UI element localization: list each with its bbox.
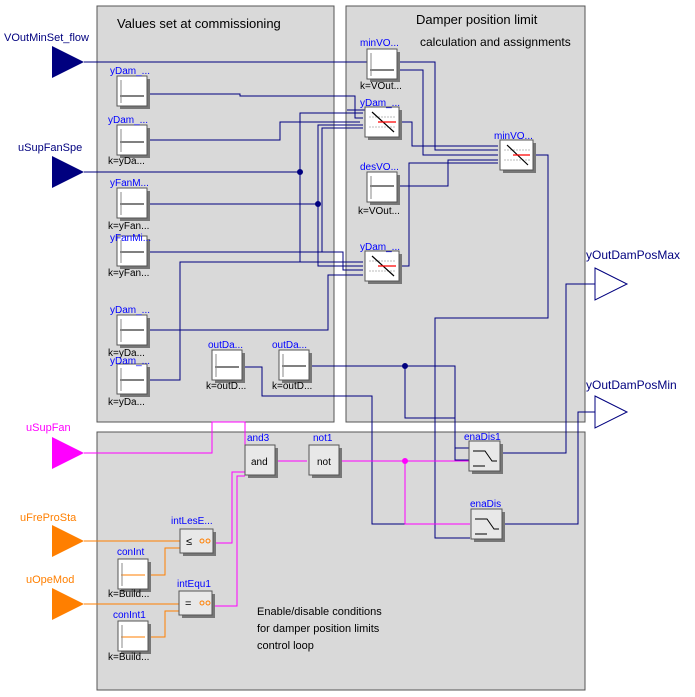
svg-text:yDam_...: yDam_... bbox=[360, 98, 400, 109]
real-connections bbox=[84, 61, 595, 539]
input-uopemod[interactable]: uOpeMod bbox=[26, 574, 84, 620]
output-youtdamposmin[interactable]: yOutDamPosMin bbox=[586, 378, 677, 429]
constant-block-conint1[interactable]: conInt1 k=Build... bbox=[108, 610, 151, 663]
integer-connections bbox=[84, 540, 180, 638]
svg-text:yFanMi...: yFanMi... bbox=[110, 233, 151, 244]
svg-text:yDam_...: yDam_... bbox=[110, 66, 150, 77]
svg-text:=: = bbox=[185, 598, 191, 610]
constant-block-outda-2[interactable]: outDa... k=outD... bbox=[272, 340, 312, 392]
svg-text:k=VOut...: k=VOut... bbox=[360, 81, 402, 92]
svg-text:k=Build...: k=Build... bbox=[108, 589, 149, 600]
intequ-block[interactable]: = intEqu1 bbox=[177, 579, 215, 618]
svg-text:yDam_...: yDam_... bbox=[110, 305, 150, 316]
svg-text:k=yDa...: k=yDa... bbox=[108, 397, 145, 408]
svg-text:yDam_...: yDam_... bbox=[110, 356, 150, 367]
commissioning-title: Values set at commissioning bbox=[117, 16, 281, 31]
constant-block-ydam-3[interactable]: yDam_... k=yDa... bbox=[108, 305, 150, 359]
svg-text:k=VOut...: k=VOut... bbox=[358, 206, 400, 217]
constant-block-minvo[interactable]: minVO... k=VOut... bbox=[360, 38, 402, 92]
constant-block-ydam-4[interactable]: yDam_... k=yDa... bbox=[108, 356, 150, 408]
constant-block-ydam-1[interactable]: yDam_... bbox=[110, 66, 150, 109]
svg-text:not: not bbox=[317, 457, 331, 468]
svg-text:and: and bbox=[251, 457, 268, 468]
damper-title-line2: calculation and assignments bbox=[420, 35, 571, 49]
line-block-ydam-1[interactable]: yDam_... bbox=[360, 98, 402, 140]
svg-text:k=yFan...: k=yFan... bbox=[108, 221, 149, 232]
svg-text:yOutDamPosMin: yOutDamPosMin bbox=[586, 378, 677, 392]
input-usupfanspe[interactable]: uSupFanSpe bbox=[18, 142, 84, 188]
svg-text:k=Build...: k=Build... bbox=[108, 652, 149, 663]
svg-text:conInt1: conInt1 bbox=[113, 610, 146, 621]
svg-text:and3: and3 bbox=[247, 433, 270, 444]
svg-text:uFreProSta: uFreProSta bbox=[20, 512, 77, 524]
svg-text:uSupFanSpe: uSupFanSpe bbox=[18, 142, 82, 154]
svg-text:enaDis1: enaDis1 bbox=[464, 432, 501, 443]
svg-text:uSupFan: uSupFan bbox=[26, 422, 71, 434]
line-block-minvo[interactable]: minVO... bbox=[494, 131, 536, 173]
svg-text:k=yDa...: k=yDa... bbox=[108, 348, 145, 359]
boolean-connections bbox=[84, 421, 470, 607]
output-youtdamposmax[interactable]: yOutDamPosMax bbox=[586, 248, 680, 301]
svg-text:k=outD...: k=outD... bbox=[206, 381, 246, 392]
svg-text:≤: ≤ bbox=[186, 536, 192, 548]
constant-block-yfanm-1[interactable]: yFanM... k=yFan... bbox=[108, 178, 150, 232]
enable-text-line1: Enable/disable conditions bbox=[257, 606, 382, 618]
svg-text:yOutDamPosMax: yOutDamPosMax bbox=[586, 248, 680, 262]
svg-text:not1: not1 bbox=[313, 433, 333, 444]
svg-text:yDam_...: yDam_... bbox=[108, 115, 148, 126]
svg-text:VOutMinSet_flow: VOutMinSet_flow bbox=[4, 32, 89, 44]
svg-text:k=outD...: k=outD... bbox=[272, 381, 312, 392]
svg-text:enaDis: enaDis bbox=[470, 499, 501, 510]
svg-text:k=yDa...: k=yDa... bbox=[108, 156, 145, 167]
intles-block[interactable]: ≤ intLesE... bbox=[171, 516, 216, 556]
enable-text-line3: control loop bbox=[257, 640, 314, 652]
damper-title-line1: Damper position limit bbox=[416, 12, 538, 27]
svg-text:outDa...: outDa... bbox=[208, 340, 243, 351]
constant-block-outda-1[interactable]: outDa... k=outD... bbox=[206, 340, 246, 392]
svg-text:uOpeMod: uOpeMod bbox=[26, 574, 74, 586]
svg-text:outDa...: outDa... bbox=[272, 340, 307, 351]
svg-text:minVO...: minVO... bbox=[360, 38, 399, 49]
svg-text:yFanM...: yFanM... bbox=[110, 178, 149, 189]
svg-text:intLesE...: intLesE... bbox=[171, 516, 213, 527]
constant-block-ydam-2[interactable]: yDam_... k=yDa... bbox=[108, 115, 150, 167]
svg-text:minVO...: minVO... bbox=[494, 131, 533, 142]
constant-block-desvo[interactable]: desVO... k=VOut... bbox=[358, 162, 400, 217]
switch-block-enadis[interactable]: enaDis bbox=[470, 499, 505, 542]
constant-block-conint[interactable]: conInt k=Build... bbox=[108, 547, 151, 600]
switch-block-enadis1[interactable]: enaDis1 bbox=[464, 432, 503, 474]
svg-text:k=yFan...: k=yFan... bbox=[108, 268, 149, 279]
svg-text:intEqu1: intEqu1 bbox=[177, 579, 211, 590]
input-ufreprosta[interactable]: uFreProSta bbox=[20, 512, 84, 557]
svg-text:yDam_...: yDam_... bbox=[360, 242, 400, 253]
input-usupfan[interactable]: uSupFan bbox=[26, 422, 84, 469]
input-vout-min-set-flow[interactable]: VOutMinSet_flow bbox=[4, 32, 89, 78]
and3-block[interactable]: and and3 bbox=[244, 433, 278, 478]
svg-text:conInt: conInt bbox=[117, 547, 144, 558]
svg-text:desVO...: desVO... bbox=[360, 162, 399, 173]
enable-text-line2: for damper position limits bbox=[257, 623, 380, 635]
line-block-ydam-2[interactable]: yDam_... bbox=[360, 242, 402, 284]
not1-block[interactable]: not not1 bbox=[308, 433, 342, 478]
constant-block-yfanmi-2[interactable]: yFanMi... k=yFan... bbox=[108, 233, 151, 279]
